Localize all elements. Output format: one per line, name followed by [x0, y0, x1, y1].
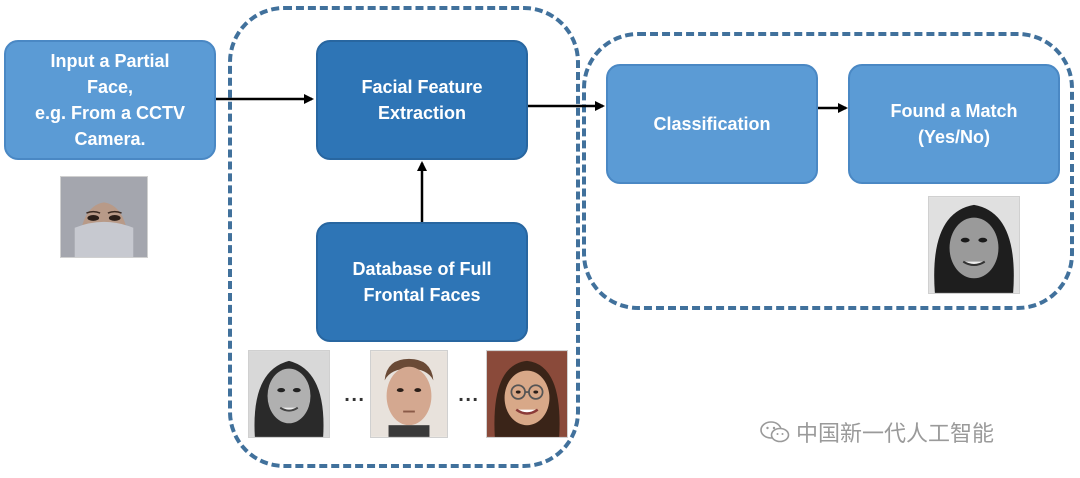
facial-feature-extraction-box: Facial Feature Extraction [316, 40, 528, 160]
watermark: 中国新一代人工智能 [760, 416, 994, 448]
extraction-group-border [228, 6, 580, 468]
classification-group-border [582, 32, 1074, 310]
classification-box: Classification [606, 64, 818, 184]
found-a-match-box: Found a Match (Yes/No) [848, 64, 1060, 184]
wechat-icon [760, 420, 790, 444]
database-female-glasses-face-photo [486, 350, 568, 438]
database-ellipsis-2: ... [458, 386, 480, 405]
input-partial-face-box: Input a Partial Face, e.g. From a CCTV C… [4, 40, 216, 160]
watermark-text: 中国新一代人工智能 [796, 421, 995, 446]
database-ellipsis-1: ... [344, 386, 366, 405]
database-male-face-photo [370, 350, 448, 438]
database-female-face-photo [248, 350, 330, 438]
database-full-frontal-faces-box: Database of Full Frontal Faces [316, 222, 528, 342]
veiled-face-photo [60, 176, 148, 258]
matched-female-face-photo [928, 196, 1020, 294]
